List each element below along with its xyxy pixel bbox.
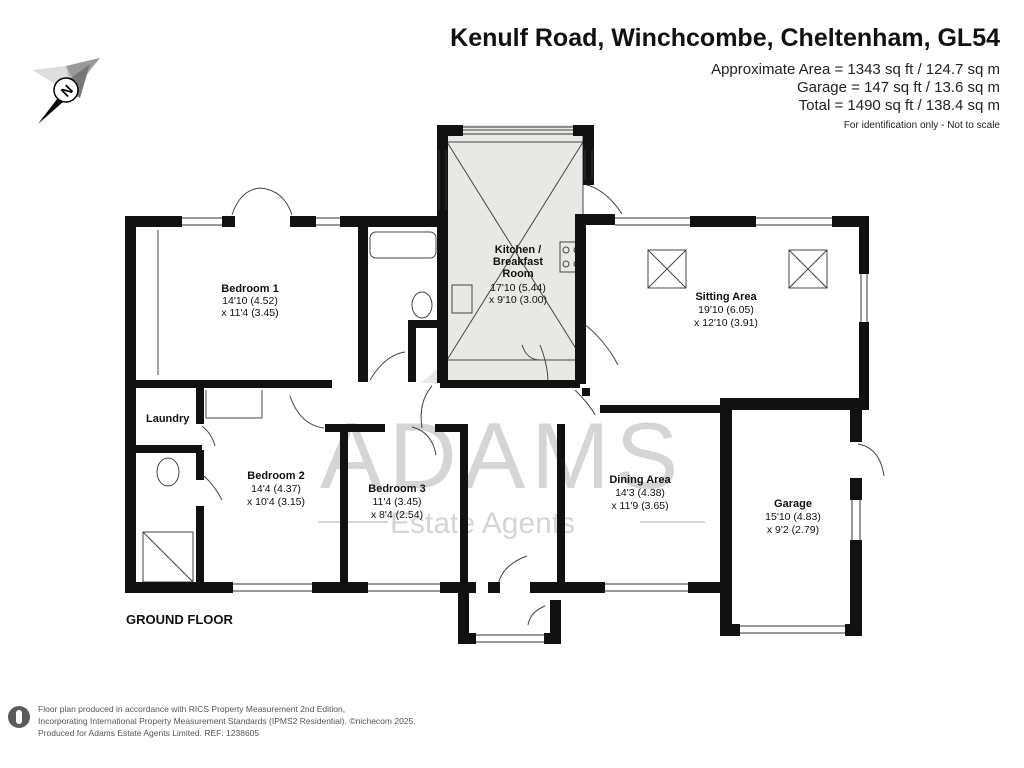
compass-icon: N (32, 58, 100, 124)
scale-disclaimer: For identification only - Not to scale (843, 120, 1000, 131)
bedroom3-dim1: 11'4 (3.45) (372, 496, 421, 508)
footer-line-1: Floor plan produced in accordance with R… (38, 704, 346, 714)
bedroom3-dim2: x 8'4 (2.54) (371, 509, 423, 521)
sitting-dim2: x 12'10 (3.91) (694, 317, 758, 329)
bedroom1-name: Bedroom 1 (221, 283, 278, 295)
bedroom1-dim2: x 11'4 (3.45) (221, 307, 278, 319)
sitting-name: Sitting Area (695, 291, 757, 303)
watermark-tagline: Estate Agents (390, 507, 575, 540)
garage-dim1: 15'10 (4.83) (765, 511, 821, 523)
kitchen-name3: Room (502, 268, 533, 280)
bedroom2-name: Bedroom 2 (247, 470, 304, 482)
kitchen-dim1: 17'10 (5.44) (490, 282, 546, 294)
bedroom1-dim1: 14'10 (4.52) (222, 295, 278, 307)
bedroom3-name: Bedroom 3 (368, 483, 425, 495)
nichecom-logo-icon (8, 706, 30, 728)
bedroom2-dim2: x 10'4 (3.15) (247, 496, 305, 508)
sitting-dim1: 19'10 (6.05) (698, 304, 754, 316)
kitchen-floor-shading (421, 125, 583, 383)
laundry-name: Laundry (146, 413, 190, 425)
footer-notes: Floor plan produced in accordance with R… (38, 703, 416, 739)
garage-area: Garage = 147 sq ft / 13.6 sq m (796, 79, 1000, 96)
garage-dim2: x 9'2 (2.79) (767, 524, 819, 536)
dining-dim2: x 11'9 (3.65) (611, 500, 668, 512)
dining-name: Dining Area (609, 474, 671, 486)
watermark-brand: ADAMS (320, 403, 684, 508)
garage-name: Garage (774, 498, 812, 510)
total-area: Total = 1490 sq ft / 138.4 sq m (798, 97, 1000, 114)
kitchen-name2: Breakfast (493, 256, 543, 268)
kitchen-dim2: x 9'10 (3.00) (489, 294, 547, 306)
watermark: ADAMS Estate Agents (318, 403, 705, 540)
kitchen-name1: Kitchen / (495, 244, 541, 256)
dining-dim1: 14'3 (4.38) (615, 487, 665, 499)
approximate-area: Approximate Area = 1343 sq ft / 124.7 sq… (711, 61, 1000, 78)
bedroom2-dim1: 14'4 (4.37) (251, 483, 301, 495)
floor-label: GROUND FLOOR (126, 612, 233, 627)
footer-line-2: Incorporating International Property Mea… (38, 716, 416, 726)
footer-line-3: Produced for Adams Estate Agents Limited… (38, 728, 260, 738)
property-address-title: Kenulf Road, Winchcombe, Cheltenham, GL5… (450, 24, 1000, 52)
